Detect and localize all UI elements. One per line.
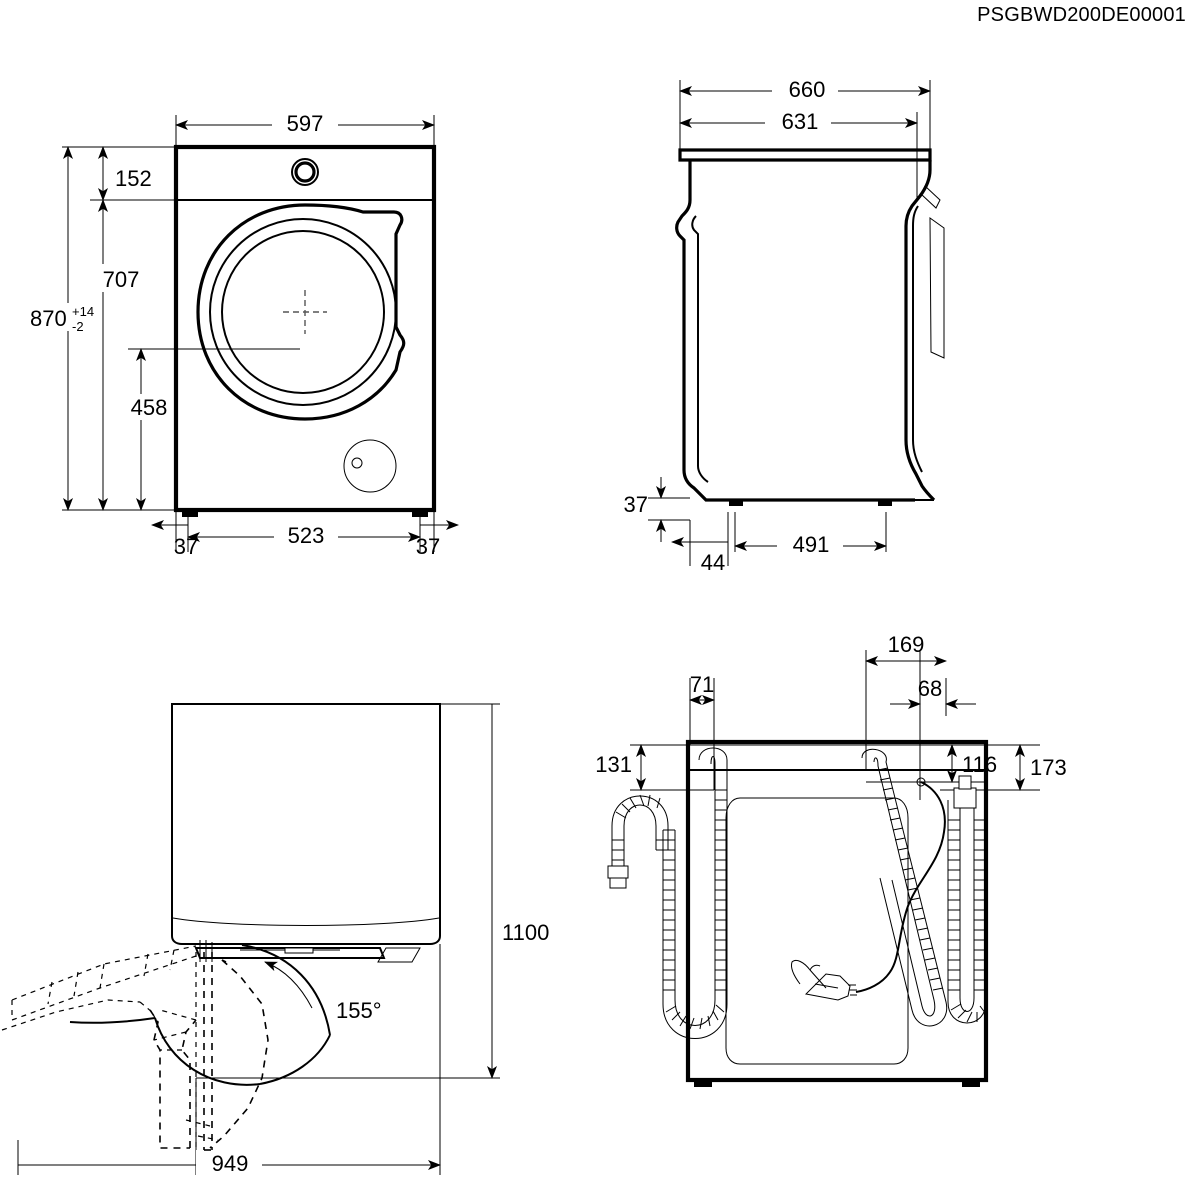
dim-tolerance-plus: +14	[72, 304, 94, 319]
dim-37-right: 37	[416, 534, 440, 559]
dim-71: 71	[690, 672, 714, 697]
dim-131: 131	[595, 752, 632, 777]
door-mid-ring	[209, 218, 397, 406]
dim-37-side: 37	[624, 492, 648, 517]
side-rear-profile	[675, 160, 915, 502]
dim-inlet-group-offset: 169	[865, 632, 947, 666]
dim-side-foot-height: 37	[624, 477, 666, 542]
angle-leader	[264, 961, 313, 1009]
top-cabinet-outline	[171, 703, 441, 945]
dim-front-width: 597	[175, 110, 435, 136]
drain-hose	[662, 747, 728, 1039]
top-door-latch	[284, 947, 314, 954]
dim-597: 597	[287, 111, 324, 136]
dim-155-deg: 155°	[336, 998, 382, 1023]
door-glass-ring	[221, 230, 385, 394]
door-open-secondary	[153, 952, 219, 1148]
top-front-curve	[172, 917, 440, 926]
dim-tolerance-minus: -2	[72, 319, 84, 334]
door-outer-ring	[196, 203, 406, 421]
dim-foot-right-inset: 37	[416, 520, 459, 559]
dim-152: 152	[115, 166, 152, 191]
rear-cabinet-outline	[685, 739, 989, 1083]
top-door-closed	[194, 947, 386, 959]
side-handle-tab-upper	[920, 185, 941, 209]
dim-870: 870	[30, 306, 67, 331]
dim-side-depth-body: 631	[679, 108, 918, 134]
door-assembly	[196, 203, 406, 421]
pump-filter-flap	[343, 439, 397, 493]
dim-707: 707	[103, 267, 140, 292]
dim-68: 68	[918, 676, 942, 701]
door-open-left-inner	[1, 999, 159, 1031]
dim-cord-offset: 68	[890, 676, 976, 709]
dim-523: 523	[288, 523, 325, 548]
dim-491: 491	[793, 532, 830, 557]
power-plug	[791, 959, 857, 1001]
document-code: PSGBWD200DE00001	[977, 4, 1186, 26]
dim-inlet-height: 116	[947, 744, 997, 783]
front-view-group: 597 152 707 870 +14 -2	[22, 110, 459, 559]
side-handle-tab-lower	[929, 217, 945, 359]
dim-panel-height: 152	[98, 146, 152, 201]
dim-top-depth: 1100	[487, 704, 549, 1079]
cord-entry-grommet	[916, 777, 926, 787]
dim-feet-span: 523	[187, 522, 421, 548]
door-swing-arc-lower	[259, 1034, 331, 1085]
dim-173: 173	[1030, 755, 1067, 780]
inlet-hose	[861, 748, 948, 1027]
top-view-group: 1100 949	[1, 703, 549, 1176]
side-door-profile	[904, 160, 936, 502]
dim-drain-offset: 71	[689, 672, 715, 705]
swing-arc-end	[69, 1017, 156, 1024]
dim-458: 458	[131, 395, 168, 420]
dim-drain-height: 131	[595, 744, 646, 791]
drain-hose-free-end	[607, 794, 669, 889]
inlet-coupling-nut	[953, 787, 977, 809]
front-feet	[182, 510, 428, 517]
inlet-coupling-tip	[958, 775, 972, 790]
drain-hose-tip	[609, 877, 627, 889]
dim-631: 631	[782, 109, 819, 134]
front-cabinet-outline	[173, 144, 437, 513]
side-door-inner	[912, 205, 923, 473]
dim-foot-left-inset: 37	[151, 520, 198, 559]
dim-44: 44	[701, 550, 725, 575]
dim-cord-height: 173	[1015, 744, 1067, 791]
side-top-lid	[678, 148, 932, 162]
side-feet	[729, 500, 892, 506]
door-open-positions	[149, 952, 269, 1151]
program-selector-knob	[291, 158, 319, 186]
door-swing-arc-tail	[154, 1017, 261, 1086]
dim-side-feet-span: 491	[734, 531, 887, 557]
dim-door-bottom-height: 458	[118, 348, 180, 511]
door-swing-arc	[241, 944, 331, 1036]
drain-hose-collar	[607, 865, 629, 879]
dim-door-center-height: 707	[88, 199, 154, 511]
dim-1100: 1100	[502, 920, 549, 945]
rear-feet	[694, 1080, 980, 1087]
dim-116: 116	[962, 752, 997, 777]
rear-view-group: 71 169 68 131 116	[595, 632, 1067, 1087]
dim-37-left: 37	[174, 534, 198, 559]
dim-660: 660	[789, 77, 826, 102]
door-open-left-flat	[11, 945, 197, 1021]
top-door-handle-plan	[377, 947, 421, 963]
side-view-group: 660 631 37 44 491	[624, 76, 945, 575]
dim-side-depth-total: 660	[679, 76, 931, 102]
dim-169: 169	[888, 632, 925, 657]
rear-service-panel	[725, 797, 909, 1065]
side-rear-inner	[691, 215, 709, 483]
dim-949: 949	[212, 1151, 249, 1176]
power-cord	[855, 777, 946, 993]
inlet-hose-coupling	[947, 775, 987, 1024]
dim-overall-height: 870 +14 -2	[22, 146, 94, 511]
dim-top-width: 949	[18, 1150, 441, 1176]
dim-rear-offset: 44	[671, 537, 728, 575]
